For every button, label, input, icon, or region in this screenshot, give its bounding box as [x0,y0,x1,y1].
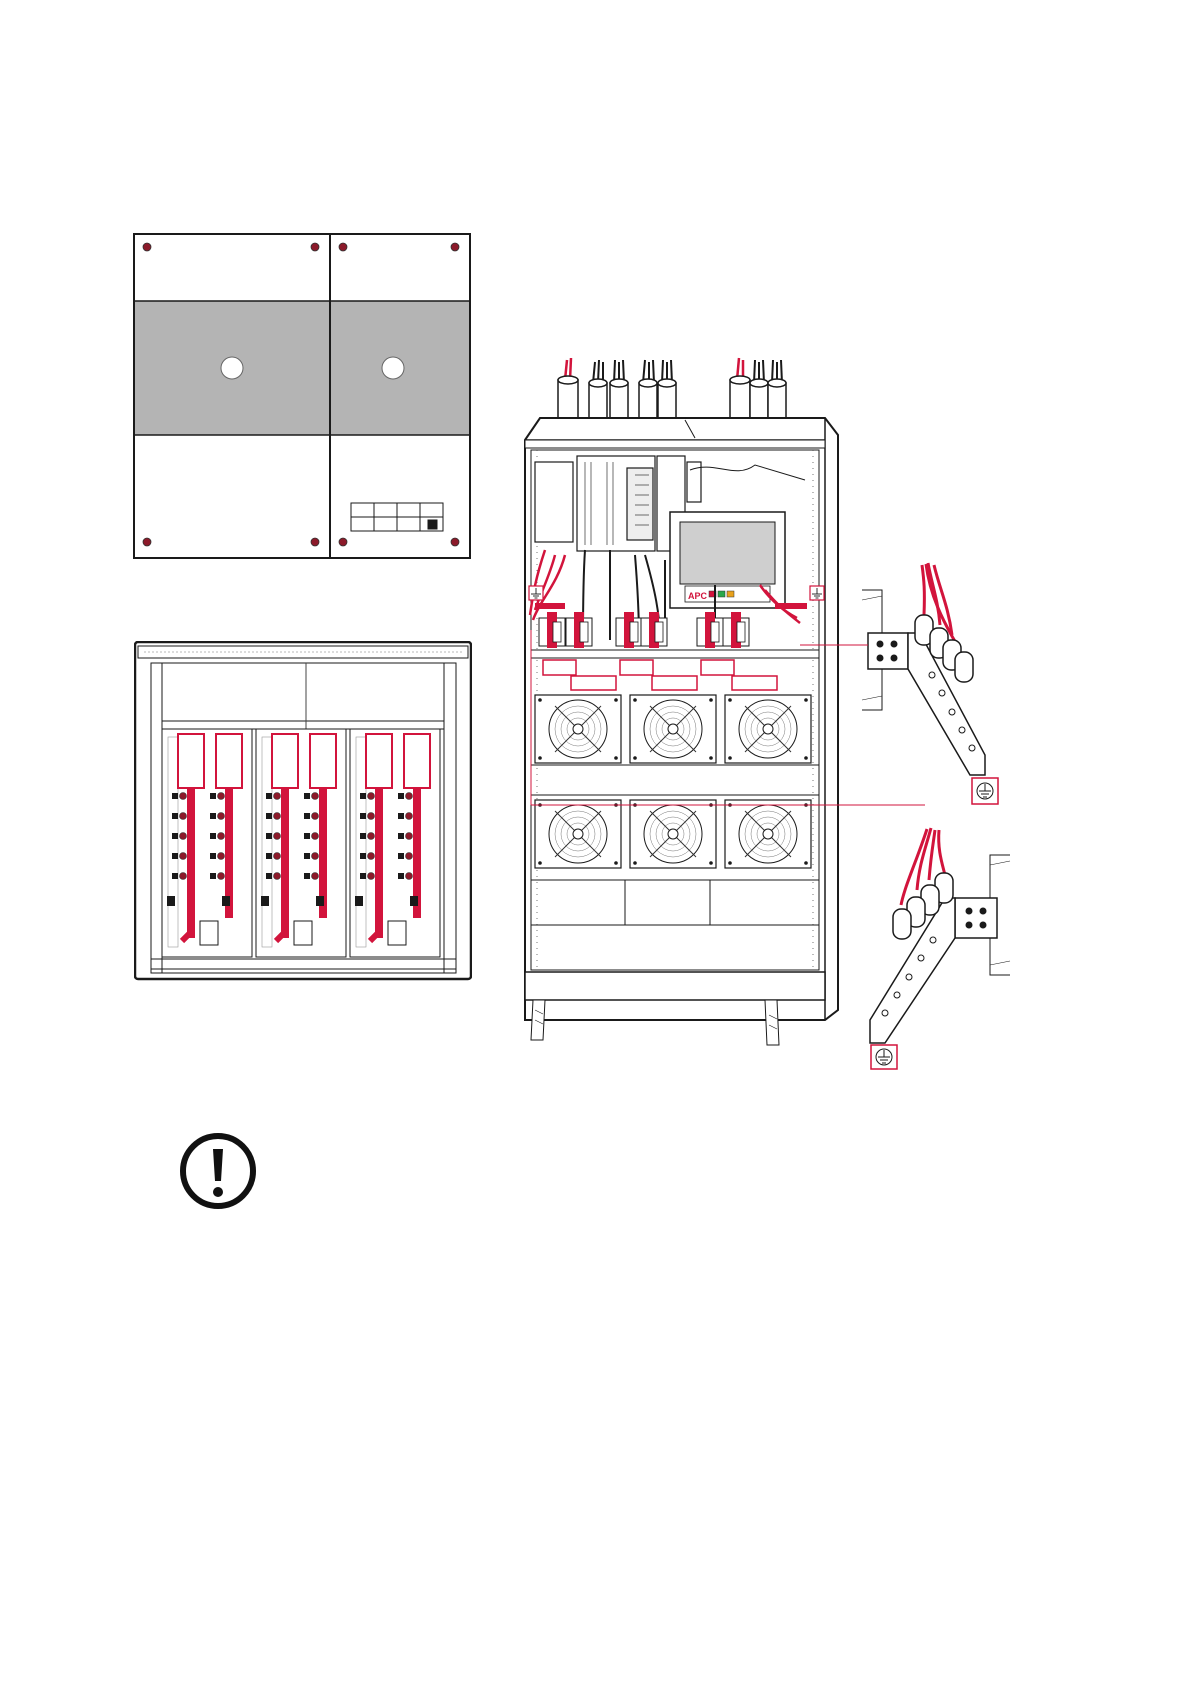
power-modules [162,729,440,957]
module-bay-panel [134,641,472,981]
busbar-label-box [178,734,204,788]
power-module [256,729,346,957]
power-module [350,729,440,957]
cooling-fan [725,800,811,868]
cabinet-logo: APC [688,591,708,601]
busbar-detail-upper [860,560,1025,805]
cooling-fan [630,695,716,763]
cooling-fan [535,800,621,868]
busbar-label-box [216,734,242,788]
cooling-fan [630,800,716,868]
busbar-detail-lower [855,825,1025,1070]
ground-icon [871,1045,897,1069]
cooling-fan [725,695,811,763]
busbar-label-box [272,734,298,788]
ground-icon [972,778,998,804]
busbar-label-box [366,734,392,788]
power-module [162,729,252,957]
cooling-fan [535,695,621,763]
exclamation-note-icon [178,1131,258,1211]
cable-entry-hole-right [382,357,404,379]
busbar-label-box [310,734,336,788]
busbar-label-box [404,734,430,788]
top-view-panel [133,233,471,559]
cable-entry-hole-left [221,357,243,379]
